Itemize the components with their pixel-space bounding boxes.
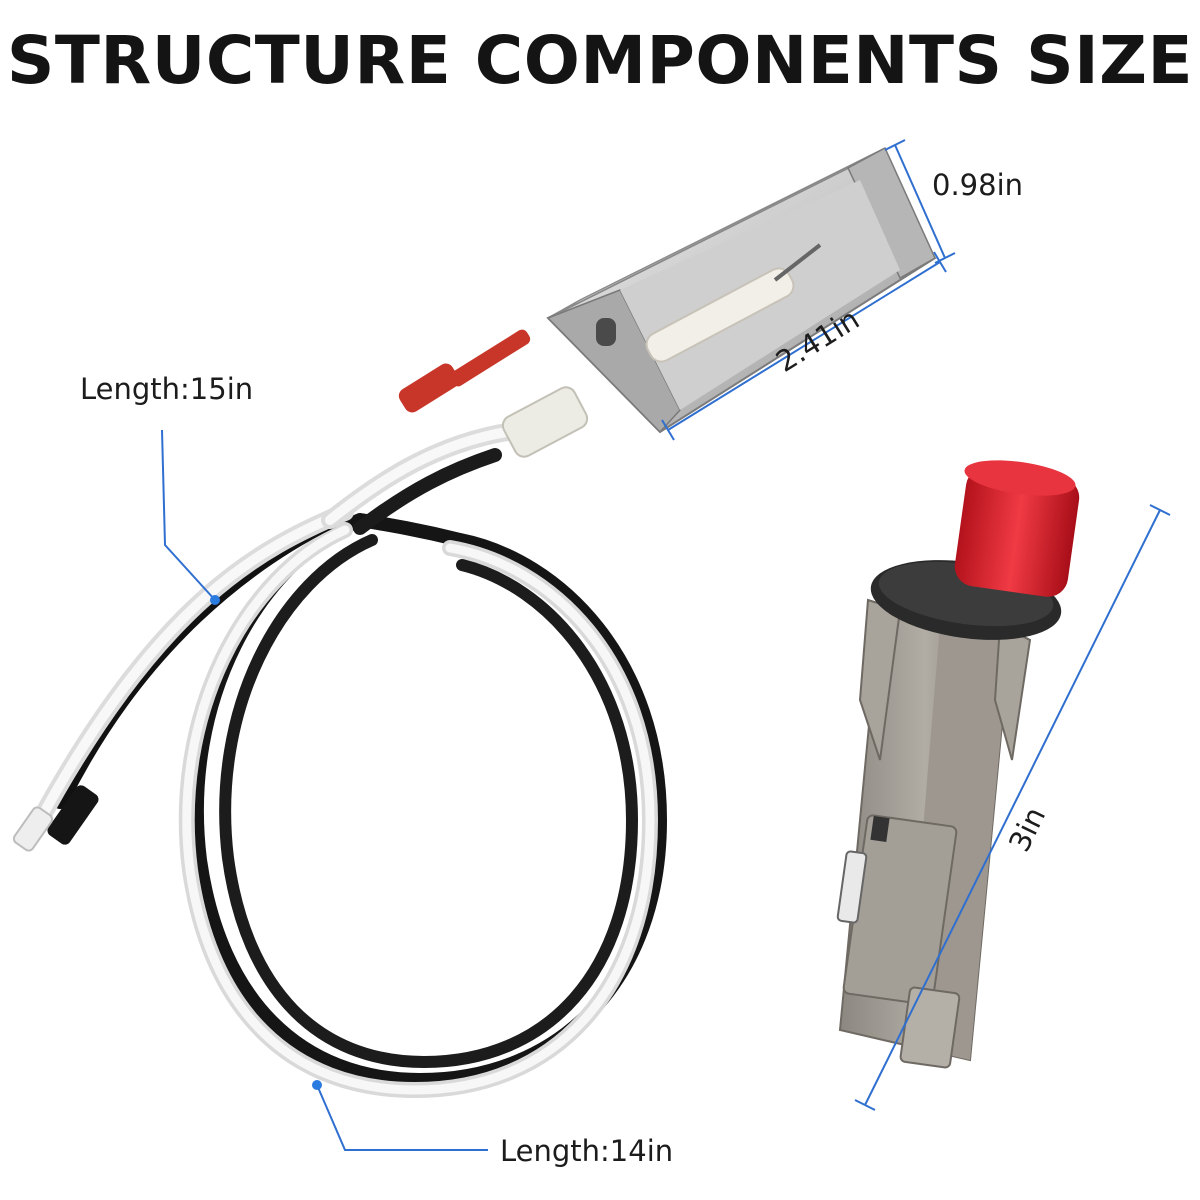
marker-dot-upper <box>210 595 220 605</box>
label-box-width: 0.98in <box>932 168 1024 202</box>
label-wire-length-lower: Length:14in <box>500 1134 674 1168</box>
dim-line-height <box>864 509 1161 1106</box>
marker-dot-lower <box>312 1080 322 1090</box>
dim-line-length <box>667 261 941 431</box>
dimension-lines <box>161 139 1171 1151</box>
label-wire-length-upper: Length:15in <box>80 372 254 406</box>
push-button-igniter <box>836 460 1080 1069</box>
leader-line-lower <box>316 1084 488 1151</box>
page-title: STRUCTURE COMPONENTS SIZE <box>6 22 1194 99</box>
electrode-box <box>501 146 937 458</box>
wire-loop <box>12 329 668 1099</box>
leader-line-upper <box>161 429 216 601</box>
dim-line-width <box>894 144 946 259</box>
